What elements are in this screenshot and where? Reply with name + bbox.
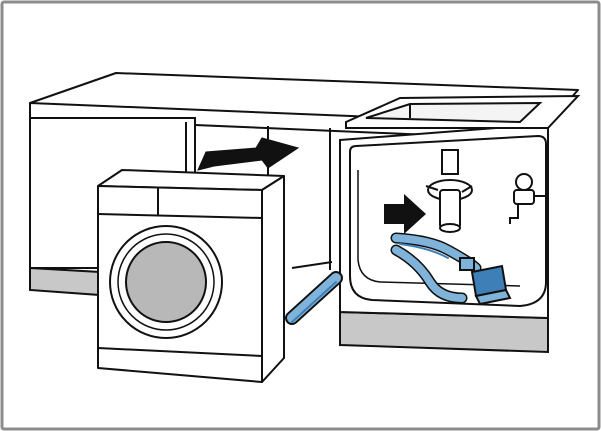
inlet-hose <box>392 246 466 302</box>
floor-hose-fill <box>287 273 341 323</box>
arrow-right-icon <box>384 194 426 234</box>
siphon-connector <box>439 223 461 233</box>
aquastop-connector <box>459 257 475 271</box>
plinth-left <box>29 266 101 297</box>
siphon <box>425 149 473 233</box>
plinth <box>29 261 549 354</box>
siphon-outlet <box>425 185 473 193</box>
siphon-trap <box>439 189 461 229</box>
drain-pipe-top <box>441 149 459 175</box>
porthole-glass <box>125 241 207 323</box>
control-panel-line <box>97 213 263 219</box>
arrow-push-in-icon <box>197 137 300 171</box>
tap-body <box>513 189 535 205</box>
sink-basin <box>345 94 581 129</box>
machine-side <box>261 175 285 383</box>
floor-gap-line <box>291 261 333 269</box>
hose-stripe <box>399 243 449 259</box>
aquastop-box <box>459 257 512 306</box>
aquastop-side <box>474 288 512 306</box>
washing-machine <box>97 169 285 383</box>
machine-base-line <box>97 347 263 357</box>
cabinet-inner-back <box>357 170 521 287</box>
tap-spout <box>509 204 519 224</box>
tap-handle <box>515 173 533 191</box>
floor-hose <box>285 271 343 325</box>
water-tap <box>509 173 546 224</box>
floor-hose-stripe <box>291 281 337 323</box>
